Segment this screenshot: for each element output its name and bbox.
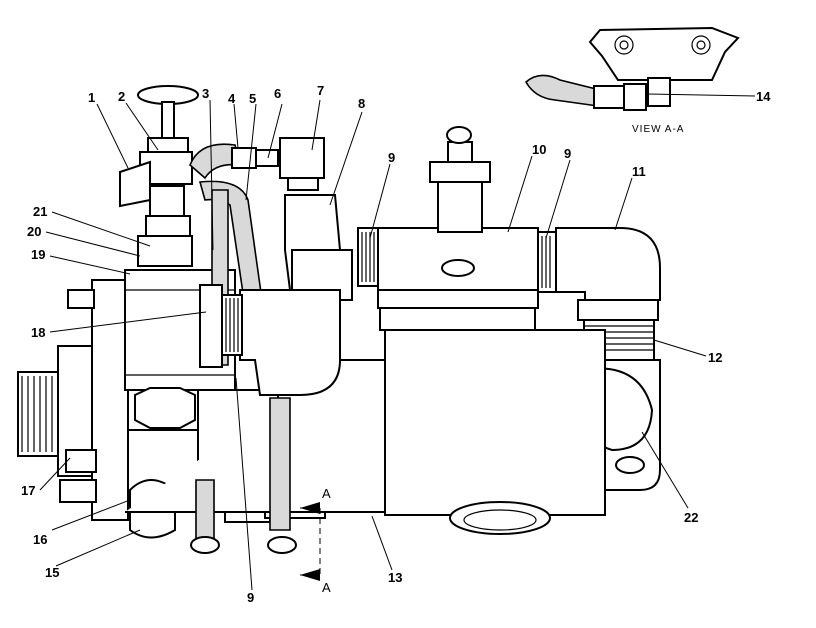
callout-10: 10: [532, 142, 546, 157]
callout-4: 4: [228, 91, 236, 106]
callout-2: 2: [118, 89, 125, 104]
section-label-top: A: [322, 486, 331, 501]
callout-9-bottom: 9: [247, 590, 254, 605]
center-elbow-fitting: [199, 194, 353, 396]
shutoff-valve: [119, 85, 199, 267]
view-a-a-caption: VIEW A-A: [632, 124, 684, 135]
callout-15: 15: [45, 565, 59, 580]
callout-21: 21: [33, 204, 47, 219]
callout-5: 5: [249, 91, 256, 106]
callout-22: 22: [684, 510, 698, 525]
callout-19: 19: [31, 247, 45, 262]
section-a-a-marker: A A: [300, 486, 331, 595]
callout-7: 7: [317, 83, 324, 98]
callout-12: 12: [708, 350, 722, 365]
leader-lines: [39, 93, 756, 591]
bottom-drain-boss: [449, 501, 551, 535]
callout-1: 1: [88, 90, 95, 105]
callout-labels: 1 2 3 4 5 6 7 8 9 10 9 11 12 14 21 20 19…: [21, 83, 771, 605]
callout-17: 17: [21, 483, 35, 498]
view-a-a-inset: [524, 26, 740, 111]
filter-head: [357, 126, 557, 331]
callout-9-top-right: 9: [564, 146, 571, 161]
callout-14: 14: [756, 89, 771, 104]
callout-6: 6: [274, 86, 281, 101]
callout-20: 20: [27, 224, 41, 239]
callout-8: 8: [358, 96, 365, 111]
callout-16: 16: [33, 532, 47, 547]
section-label-bottom: A: [322, 580, 331, 595]
callout-18: 18: [31, 325, 45, 340]
callout-11: 11: [632, 164, 646, 179]
callout-13: 13: [388, 570, 402, 585]
callout-9-top-left: 9: [388, 150, 395, 165]
right-elbow-assembly: [384, 227, 661, 516]
callout-3: 3: [202, 86, 209, 101]
left-mounting-flange: [17, 279, 129, 521]
